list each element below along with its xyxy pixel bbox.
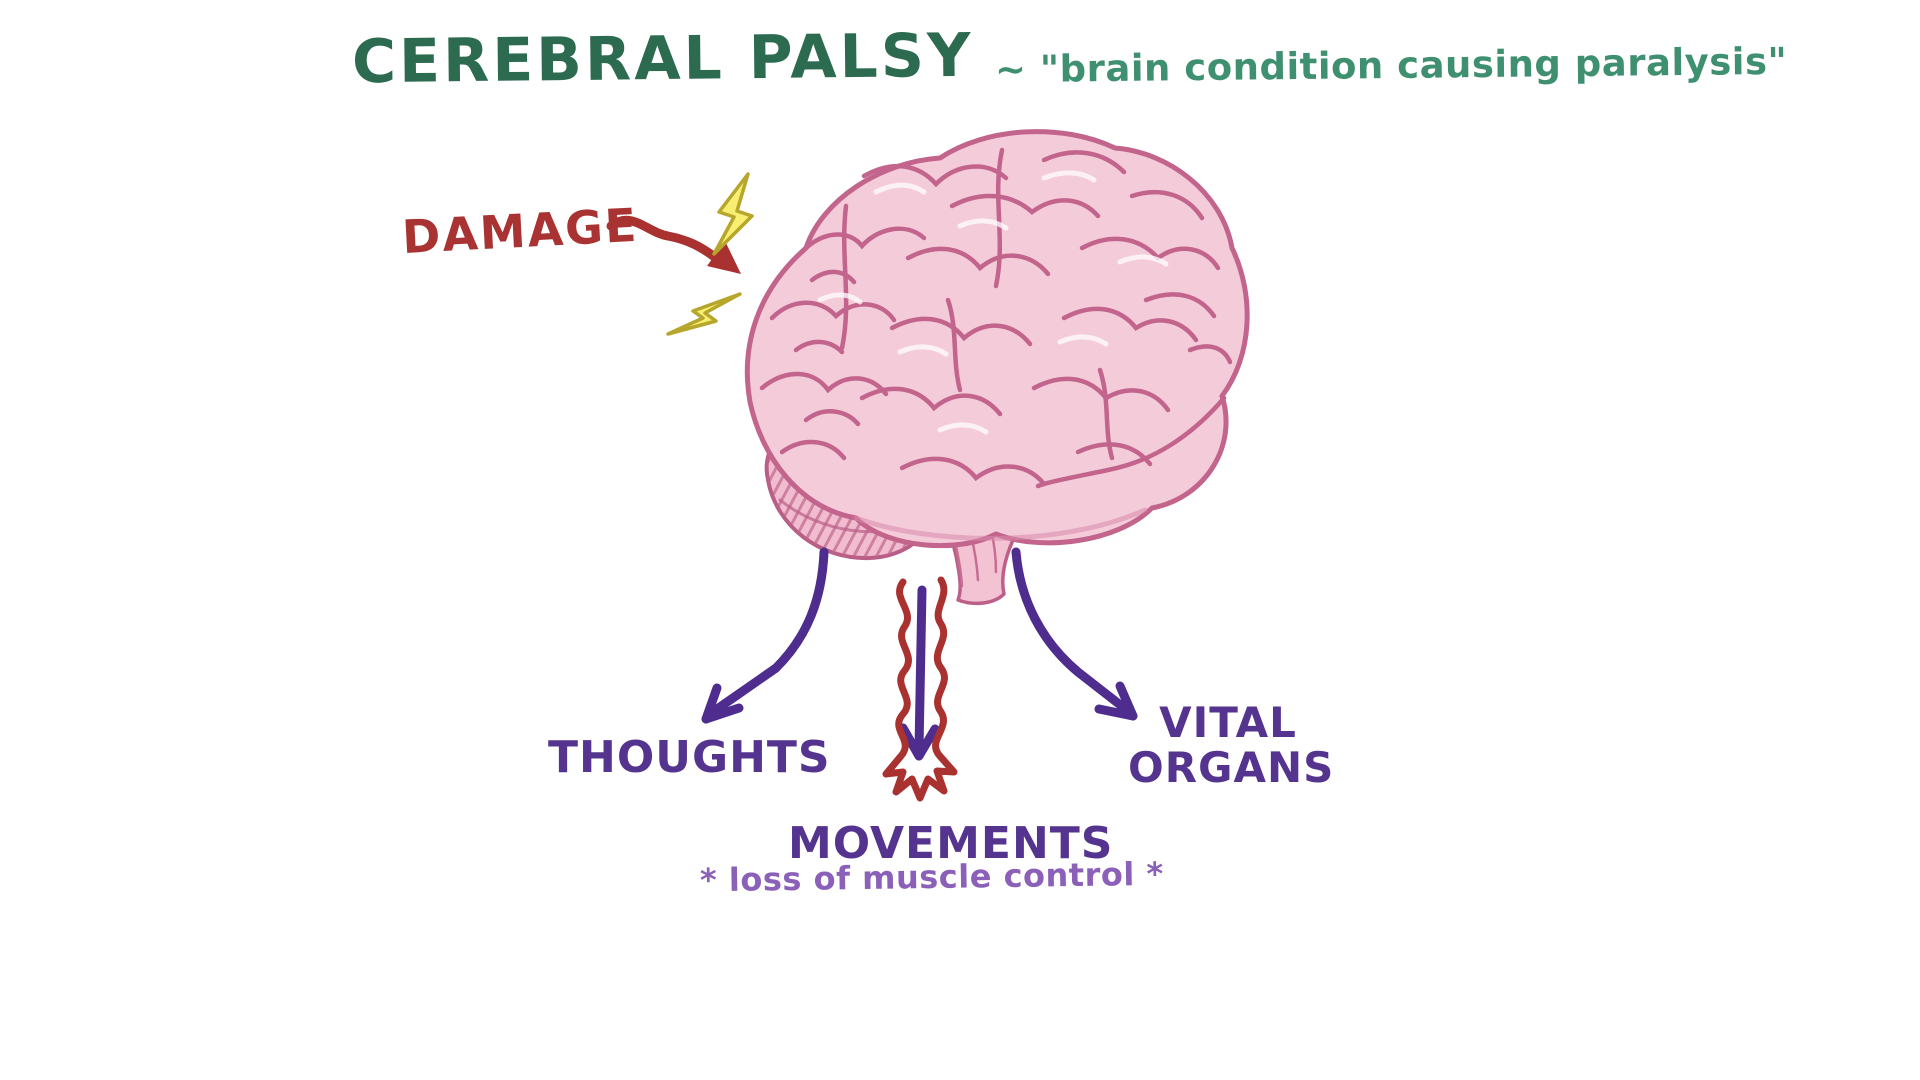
cerebrum-shape xyxy=(744,129,1250,549)
arrow-to-movements xyxy=(898,585,940,761)
arrow-to-thoughts xyxy=(701,547,829,724)
brain-illustration xyxy=(744,129,1250,606)
lightning-bolt-bottom-icon xyxy=(666,292,742,336)
arrow-to-vital-organs xyxy=(1011,547,1138,721)
vital-organs-line2: ORGANS xyxy=(1128,743,1335,793)
movements-note: * loss of muscle control * xyxy=(699,854,1164,900)
tremor-squiggle-lines xyxy=(882,576,958,802)
effect-label-thoughts: THOUGHTS xyxy=(548,732,831,783)
page-subtitle: ~ "brain condition causing paralysis" xyxy=(994,39,1788,92)
lightning-bolt-top-icon xyxy=(712,172,754,256)
damage-arrow xyxy=(606,215,741,274)
page-title: CEREBRAL PALSY xyxy=(351,20,974,98)
gyri-highlights xyxy=(817,170,1169,435)
effect-label-vital-organs: VITAL ORGANS xyxy=(1128,698,1335,793)
gyri-lines xyxy=(759,147,1233,487)
effect-label-movements: MOVEMENTS xyxy=(788,818,1114,869)
vital-organs-line1: VITAL xyxy=(1159,698,1297,747)
